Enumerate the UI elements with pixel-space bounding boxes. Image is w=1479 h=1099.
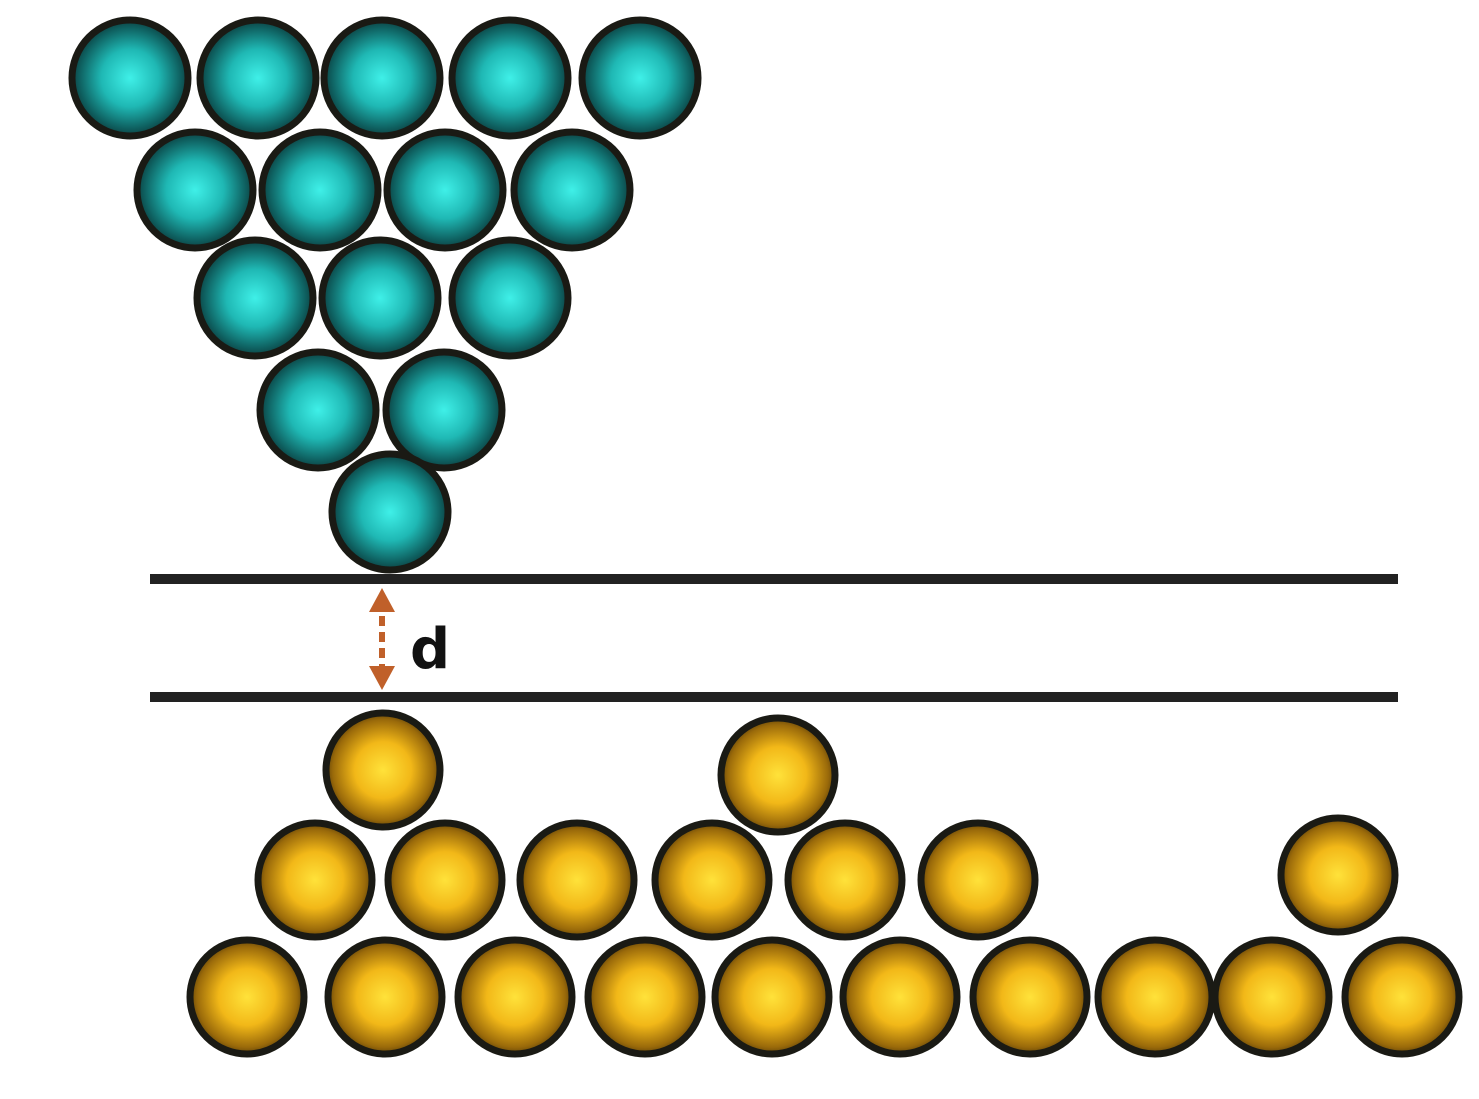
sample-atoms bbox=[186, 709, 1463, 1058]
gap-label-d: d bbox=[410, 617, 450, 682]
tip-atom bbox=[578, 16, 702, 140]
sample-atom bbox=[839, 936, 961, 1058]
sample-atom bbox=[1341, 936, 1463, 1058]
tip-atom bbox=[382, 348, 506, 472]
sample-atom bbox=[454, 936, 576, 1058]
tip-atom bbox=[448, 16, 572, 140]
sample-atom bbox=[584, 936, 706, 1058]
tip-atom bbox=[196, 16, 320, 140]
sample-atom bbox=[1094, 936, 1216, 1058]
gap-arrow bbox=[369, 588, 395, 690]
sample-atom bbox=[917, 819, 1039, 941]
tip-atom bbox=[68, 16, 192, 140]
tip-atom bbox=[448, 236, 572, 360]
tip-atom bbox=[193, 236, 317, 360]
sample-atom bbox=[711, 936, 833, 1058]
sample-atom bbox=[784, 819, 906, 941]
tip-atom bbox=[328, 450, 452, 574]
tip-atom bbox=[320, 16, 444, 140]
sample-atom bbox=[384, 819, 506, 941]
sample-atom bbox=[322, 709, 444, 831]
sample-atom bbox=[1277, 814, 1399, 936]
sample-atom bbox=[324, 936, 446, 1058]
sample-atom bbox=[254, 819, 376, 941]
sample-atom bbox=[969, 936, 1091, 1058]
sample-atom bbox=[651, 819, 773, 941]
tip-atom bbox=[318, 236, 442, 360]
tip-atoms bbox=[68, 16, 702, 574]
tip-atom bbox=[510, 128, 634, 252]
sample-atom bbox=[717, 714, 839, 836]
sample-atom bbox=[516, 819, 638, 941]
tip-atom bbox=[383, 128, 507, 252]
sample-atom bbox=[186, 936, 308, 1058]
tip-atom bbox=[256, 348, 380, 472]
sample-atom bbox=[1211, 936, 1333, 1058]
tip-atom bbox=[133, 128, 257, 252]
tip-atom bbox=[258, 128, 382, 252]
